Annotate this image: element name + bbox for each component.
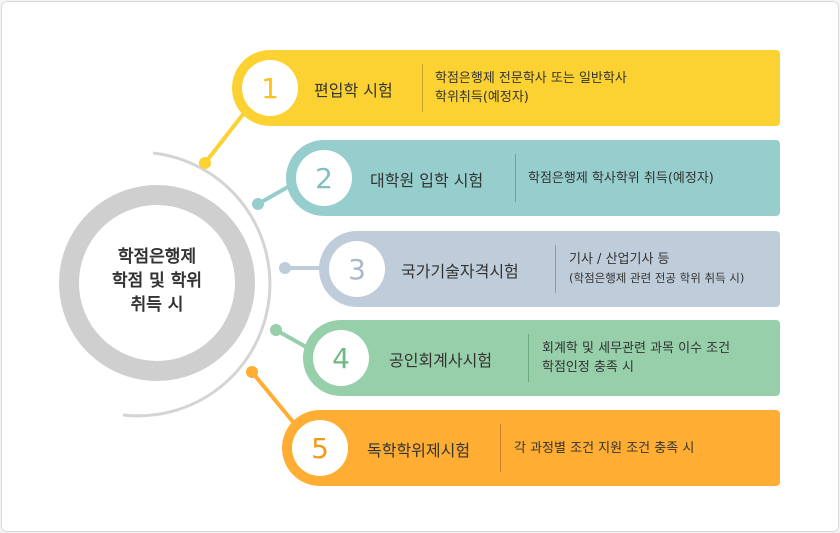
item-desc-5-line-1: 각 과정별 조건 지원 조건 충족 시 [514, 441, 695, 456]
dot-1 [199, 157, 211, 169]
item-title-2: 대학원 입학 시험 [370, 171, 484, 190]
item-desc-3-line-2: (학점은행제 관련 전공 학위 취득 시) [569, 271, 745, 285]
item-desc-1: 학점은행제 전문학사 또는 일반학사 학위취득(예정자) [435, 69, 627, 107]
item-desc-4-line-1: 회계학 및 세무관련 과목 이수 조건 [542, 341, 731, 356]
item-row-2: 2 대학원 입학 시험 학점은행제 학사학위 취득(예정자) [286, 140, 780, 216]
item-title-1: 편입학 시험 [314, 81, 393, 100]
item-title-5: 독학학위제시험 [367, 441, 471, 460]
center-label: 학점은행제 학점 및 학위 취득 시 [87, 245, 227, 317]
dot-2 [252, 198, 264, 210]
dot-5 [246, 366, 258, 378]
divider-1 [422, 64, 423, 112]
item-row-1: 1 편입학 시험 학점은행제 전문학사 또는 일반학사 학위취득(예정자) [232, 50, 780, 126]
connector-5 [250, 370, 300, 430]
item-row-4: 4 공인회계사시험 회계학 및 세무관련 과목 이수 조건 학점인정 충족 시 [303, 320, 780, 396]
item-desc-1-line-2: 학위취득(예정자) [435, 90, 529, 105]
item-desc-2-line-1: 학점은행제 학사학위 취득(예정자) [528, 171, 714, 186]
item-row-5: 5 독학학위제시험 각 과정별 조건 지원 조건 충족 시 [282, 410, 780, 486]
center-line-2: 학점 및 학위 [111, 271, 203, 291]
number-badge-5: 5 [292, 420, 348, 476]
dot-3 [279, 262, 291, 274]
dot-4 [270, 324, 282, 336]
divider-2 [515, 154, 516, 202]
divider-3 [555, 245, 556, 293]
item-desc-4: 회계학 및 세무관련 과목 이수 조건 학점인정 충족 시 [542, 339, 730, 377]
number-badge-2: 2 [296, 150, 352, 206]
center-line-1: 학점은행제 [117, 247, 197, 267]
item-desc-1-line-1: 학점은행제 전문학사 또는 일반학사 [435, 71, 627, 86]
number-badge-3: 3 [329, 241, 385, 297]
center-ring [59, 185, 255, 381]
connector-1 [203, 106, 250, 165]
divider-4 [528, 334, 529, 382]
item-desc-3-line-1: 기사 / 산업기사 등 [569, 252, 670, 267]
number-badge-1: 1 [242, 60, 298, 116]
divider-5 [500, 424, 501, 472]
item-desc-3: 기사 / 산업기사 등 (학점은행제 관련 전공 학위 취득 시) [569, 250, 744, 287]
item-desc-5: 각 과정별 조건 지원 조건 충족 시 [514, 439, 694, 458]
center-line-3: 취득 시 [130, 295, 184, 315]
number-badge-4: 4 [313, 330, 369, 386]
item-desc-4-line-2: 학점인정 충족 시 [542, 360, 634, 375]
item-title-3: 국가기술자격시험 [401, 262, 519, 281]
item-row-3: 3 국가기술자격시험 기사 / 산업기사 등 (학점은행제 관련 전공 학위 취… [319, 231, 780, 307]
outer-arc [122, 151, 272, 418]
item-title-4: 공인회계사시험 [389, 351, 493, 370]
item-desc-2: 학점은행제 학사학위 취득(예정자) [528, 169, 714, 188]
